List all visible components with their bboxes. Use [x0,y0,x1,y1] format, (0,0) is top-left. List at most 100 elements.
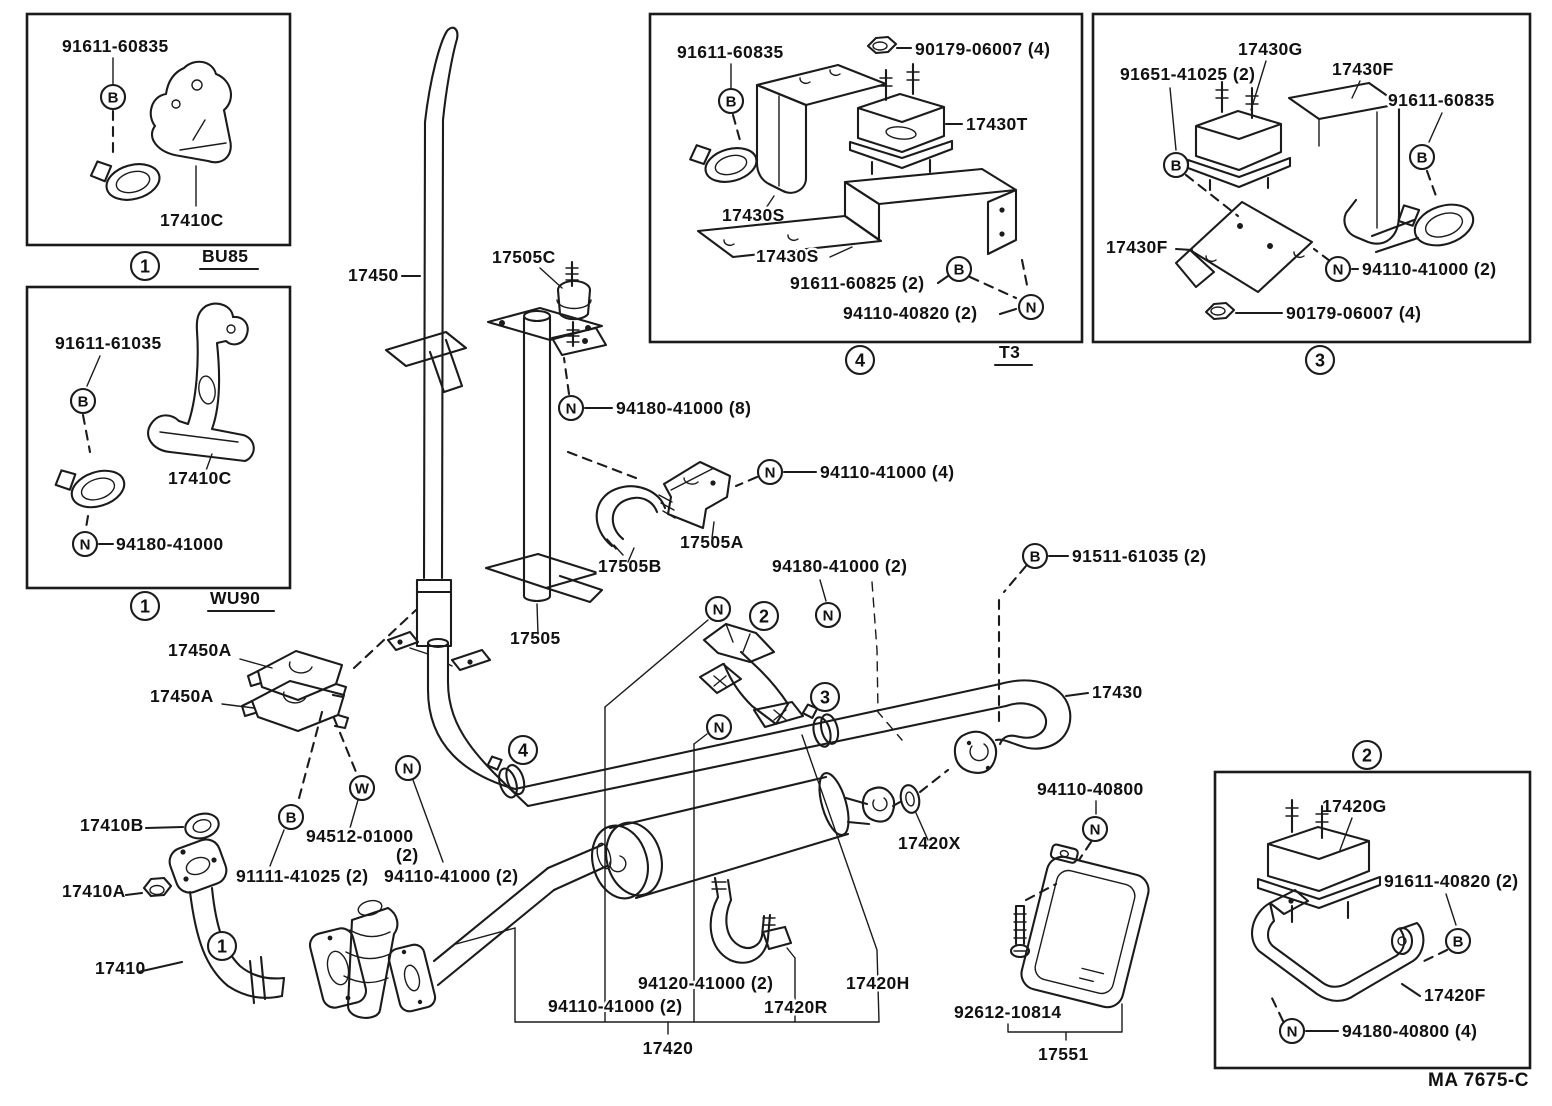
part-number-label: 17505C [492,247,556,267]
part-number-label: 94110-41000 (2) [384,866,518,886]
nut-marker: N [1081,815,1109,843]
bolt-marker: B [1021,542,1049,570]
part-number-label: 17410C [160,210,224,230]
part-number-label: 17450A [168,640,232,660]
damper-17505c [556,260,592,348]
position-marker: 3 [1304,344,1336,376]
part-number-label: 91111-41025 (2) [236,866,369,886]
svg-text:N: N [714,720,725,737]
svg-text:1: 1 [217,937,227,957]
inset-wu90: 91611-61035 B N 94180-41000 17410C 1 WU9… [25,285,292,622]
svg-text:4: 4 [855,351,865,371]
position-marker: 2 [1351,739,1383,771]
svg-text:N: N [566,401,577,418]
bolt-marker: B [99,83,127,111]
cushion-17430t [848,62,954,176]
ubolt-17420r [709,876,793,964]
variant-label: T3 [999,342,1020,362]
tailpipe-17430 [386,630,1072,808]
stay-17505 [484,306,608,604]
position-marker: 2 [748,600,780,632]
svg-text:2: 2 [1362,746,1372,766]
svg-text:B: B [726,94,737,111]
part-number-label: 17410A [62,881,126,901]
inset-pos2: 2 17420G 91611-40820 (2) B 17420F [1213,739,1532,1070]
bolt-marker: B [1162,151,1190,179]
drawing-code: MA 7675-C [1428,1070,1529,1091]
part-number-label: 17420H [846,973,910,993]
part-number-label: 17450A [150,686,214,706]
exhaust-clamp [1397,203,1475,247]
bracket-17430s-upper [755,63,888,194]
bracket-17420f [1251,888,1425,1002]
inset-t3: 91611-60835 B 90179-06007 (4) 17430S [648,12,1084,376]
part-number-label: 17430S [756,246,819,266]
nut-marker: N [394,754,422,782]
part-number-label: 17430S [722,205,785,225]
svg-text:B: B [1171,158,1182,175]
part-number-label: 94110-41000 (4) [820,462,954,482]
part-number-label: 94512-01000 [306,826,414,846]
inset-box [1091,12,1532,344]
part-number-label: 91611-60835 [62,36,169,56]
part-number-label: 91611-60835 [677,42,784,62]
gasket-17410b [184,812,220,840]
cushion-17420g [1256,798,1382,924]
svg-text:B: B [954,262,965,279]
bolt-marker: B [1408,143,1436,171]
svg-text:B: B [1453,934,1464,951]
screw-92612 [1009,904,1031,959]
bracket-17430f-top [1287,81,1401,245]
part-number-label: 17505A [680,532,744,552]
svg-text:W: W [355,781,370,798]
svg-text:3: 3 [1315,351,1325,371]
bracket-17410c [147,302,255,463]
cushion-17430g [1186,80,1292,192]
position-marker: 4 [844,344,876,376]
main-assembly: 17450 17505 17505C [60,26,1209,1067]
part-number-label: 17420G [1322,796,1387,816]
svg-text:B: B [286,810,297,827]
part-number-label: 17420 [643,1038,694,1058]
part-number-label: 17410C [168,468,232,488]
inset-box [648,12,1084,344]
nut-marker: N [814,601,842,629]
svg-text:2: 2 [759,607,769,627]
part-number-label: 17410 [95,958,146,978]
part-number-label: 17505B [598,556,662,576]
bolt-marker: B [277,803,305,831]
ubolt-17505b [595,485,676,556]
exhaust-clamp [89,160,161,201]
part-number-label: 90179-06007 (4) [1286,303,1421,323]
part-number-label: 94110-40820 (2) [843,303,977,323]
svg-text:B: B [108,90,119,107]
part-number-label: 17420R [764,997,828,1017]
part-number-label: 17420X [898,833,961,853]
washer-marker: W [348,774,376,802]
svg-text:3: 3 [820,688,830,708]
svg-text:B: B [1417,150,1428,167]
part-number-label: 94180-40800 (4) [1342,1021,1477,1041]
part-number-label: 91511-61035 (2) [1072,546,1206,566]
part-number-label: 94120-41000 (2) [638,973,773,993]
svg-text:B: B [78,394,89,411]
part-number-label: 94180-41000 [116,534,224,554]
variant-label: WU90 [210,588,260,608]
nut-marker: N [705,713,733,741]
inset-pos3: 17430G 91651-41025 (2) B 17430F 91611-60… [1091,12,1532,376]
bolt-marker: B [717,87,745,115]
nut-marker: N [1017,293,1045,321]
exhaust-clamp [54,469,126,509]
part-number-label: 91611-40820 (2) [1384,871,1518,891]
svg-text:N: N [823,608,834,625]
part-number-label: (2) [396,845,419,865]
nut-marker: N [756,458,784,486]
nut-marker: N [1278,1017,1306,1045]
inset-box [25,285,292,590]
part-number-label: 17410B [80,815,144,835]
svg-text:1: 1 [140,597,150,617]
bolt-marker: B [1444,927,1472,955]
part-number-label: 17505 [510,628,561,648]
